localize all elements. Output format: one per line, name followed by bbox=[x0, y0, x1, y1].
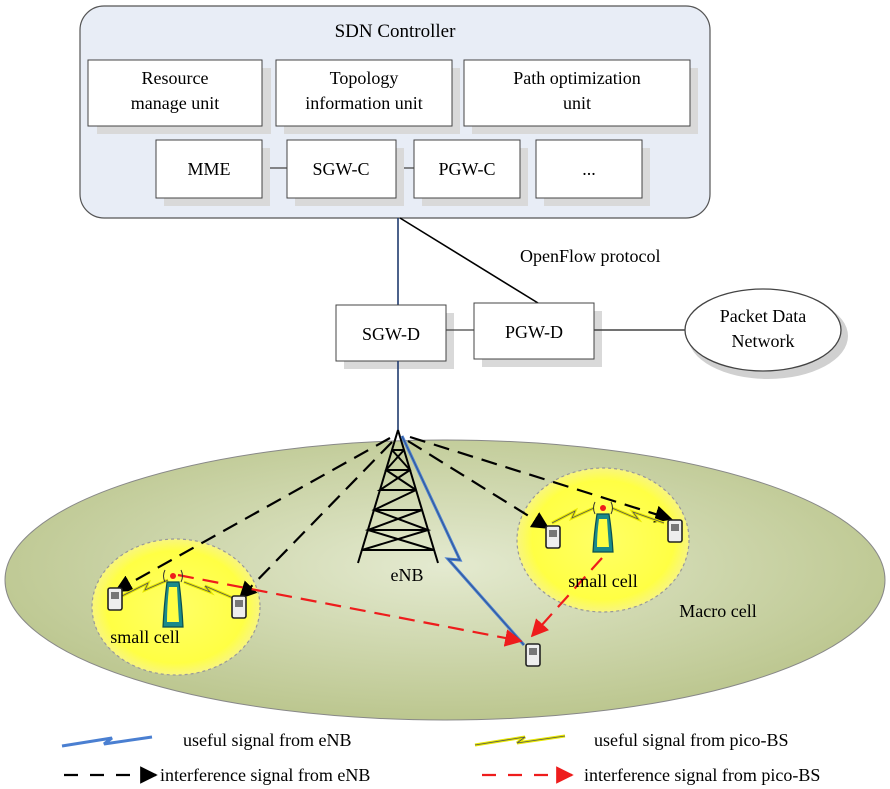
openflow-protocol-label: OpenFlow protocol bbox=[520, 246, 660, 266]
pico-bs-left-icon bbox=[162, 569, 184, 628]
topology-unit-line1: Topology bbox=[330, 68, 399, 88]
enb-interference-to-right-ue2 bbox=[409, 435, 673, 523]
controller-title: SDN Controller bbox=[335, 21, 457, 42]
path-optimization-unit-line2: unit bbox=[563, 93, 591, 113]
pgw-d-label: PGW-D bbox=[505, 322, 563, 342]
path-optimization-unit-box bbox=[463, 59, 691, 127]
legend-useful-enb-symbol bbox=[61, 735, 153, 748]
small-cell-right-label: small cell bbox=[568, 571, 637, 591]
sgw-c-box bbox=[286, 139, 397, 199]
sgw-c-label: SGW-C bbox=[312, 159, 369, 179]
pico-interference-right bbox=[530, 557, 603, 638]
pgw-c-label: PGW-C bbox=[438, 159, 495, 179]
pgw-c-box bbox=[413, 139, 521, 199]
mme-box bbox=[155, 139, 263, 199]
ue-right-1-icon bbox=[545, 525, 561, 549]
sgw-d-box bbox=[335, 304, 447, 362]
enb-interference-signals bbox=[114, 435, 673, 600]
ue-left-2-icon bbox=[231, 595, 247, 619]
packet-data-network-ellipse bbox=[684, 288, 842, 372]
topology-unit-line2: information unit bbox=[305, 93, 422, 113]
enb-label: eNB bbox=[391, 565, 424, 585]
path-optimization-unit-line1: Path optimization bbox=[513, 68, 641, 88]
gateways: SGW-D PGW-D Packet Data Network bbox=[335, 288, 848, 379]
enb-interference-to-left-ue1 bbox=[114, 437, 391, 592]
ue-right-2-icon bbox=[667, 519, 683, 543]
pico-useful-signals bbox=[121, 506, 665, 600]
legend-useful-enb-label: useful signal from eNB bbox=[183, 730, 351, 750]
pdn-line2: Network bbox=[732, 331, 795, 351]
sdn-controller: SDN Controller Resource manage unit Topo… bbox=[79, 5, 711, 219]
legend-useful-pico-label: useful signal from pico-BS bbox=[594, 730, 788, 750]
resource-manage-unit-box bbox=[87, 59, 263, 127]
ue-macro-icon bbox=[525, 643, 541, 667]
mme-label: MME bbox=[187, 159, 230, 179]
pico-interference-left bbox=[177, 573, 523, 647]
enb-tower-icon bbox=[357, 429, 439, 564]
ue-left-1-icon bbox=[107, 587, 123, 611]
legend: useful signal from eNB useful signal fro… bbox=[61, 730, 820, 785]
enb-interference-to-right-ue1 bbox=[407, 440, 550, 529]
enb-interference-to-left-ue2 bbox=[238, 441, 393, 600]
pgw-d-box bbox=[473, 302, 595, 360]
pdn-line1: Packet Data bbox=[720, 306, 806, 326]
more-functions-box bbox=[535, 139, 643, 199]
more-functions-label: ... bbox=[582, 159, 596, 179]
sgw-d-label: SGW-D bbox=[362, 324, 420, 344]
topology-information-unit-box bbox=[275, 59, 453, 127]
resource-manage-unit-line2: manage unit bbox=[131, 93, 219, 113]
legend-interf-enb-label: interference signal from eNB bbox=[160, 765, 370, 785]
legend-interf-pico-label: interference signal from pico-BS bbox=[584, 765, 820, 785]
pico-bs-right-icon bbox=[592, 501, 614, 553]
controller-pgwd-link bbox=[399, 217, 539, 304]
small-cell-left-label: small cell bbox=[110, 627, 179, 647]
macro-cell-label: Macro cell bbox=[679, 601, 756, 621]
resource-manage-unit-line1: Resource bbox=[142, 68, 209, 88]
